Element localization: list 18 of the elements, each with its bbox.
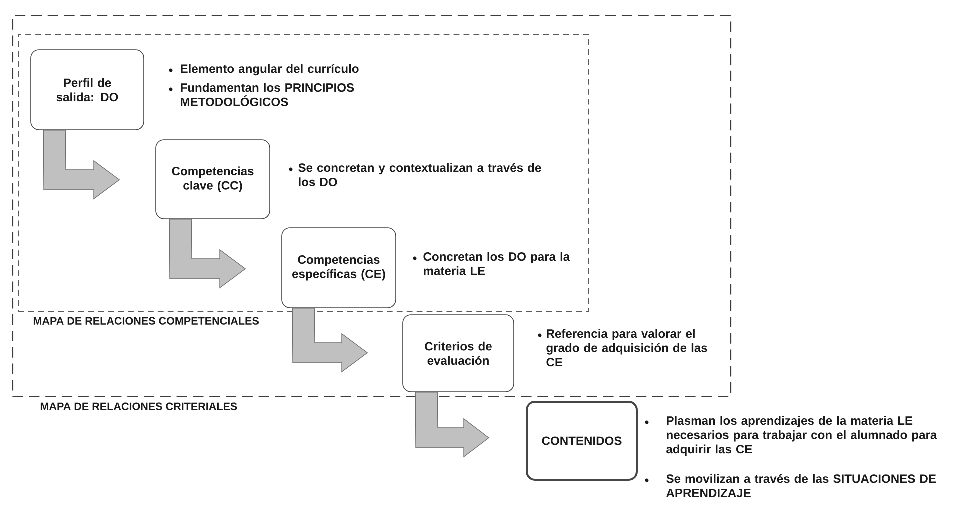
bullet-text: Concretan los DO para la materia LE [413, 252, 570, 276]
block-arrow [169, 219, 246, 289]
frame-label: MAPA DE RELACIONES COMPETENCIALES [34, 317, 259, 325]
rounded-box: Criterios de evaluación [402, 314, 514, 392]
rounded-box: Perfil de salida: DO [30, 50, 144, 130]
bullet-text: Plasman los aprendizajes de la materia LE necesarios para trabajar con el alumnado para adquirir las CE [645, 416, 938, 456]
frame-label: MAPA DE RELACIONES CRITERIALES [40, 402, 238, 410]
bullet-text: Se concretan y contextualizan a través de los DO [289, 163, 542, 186]
bullet-text: Referencia para valorar el grado de adquisición de las CE [538, 329, 708, 367]
bullet-text: Elemento angular del currículo [169, 64, 359, 76]
bullet-text: Fundamentan los PRINCIPIOS METODOLÓGICOS [169, 83, 354, 106]
bullet-text: Se movilizan a través de las SITUACIONES DE APRENDIZAJE [645, 474, 936, 498]
block-arrow [292, 308, 368, 373]
block-arrow [43, 130, 120, 200]
rounded-box: Competencias clave (CC) [156, 140, 270, 220]
rounded-box: Competencias específicas (CE) [282, 228, 396, 308]
rounded-box: CONTENIDOS [526, 401, 638, 481]
block-arrow [415, 392, 490, 458]
